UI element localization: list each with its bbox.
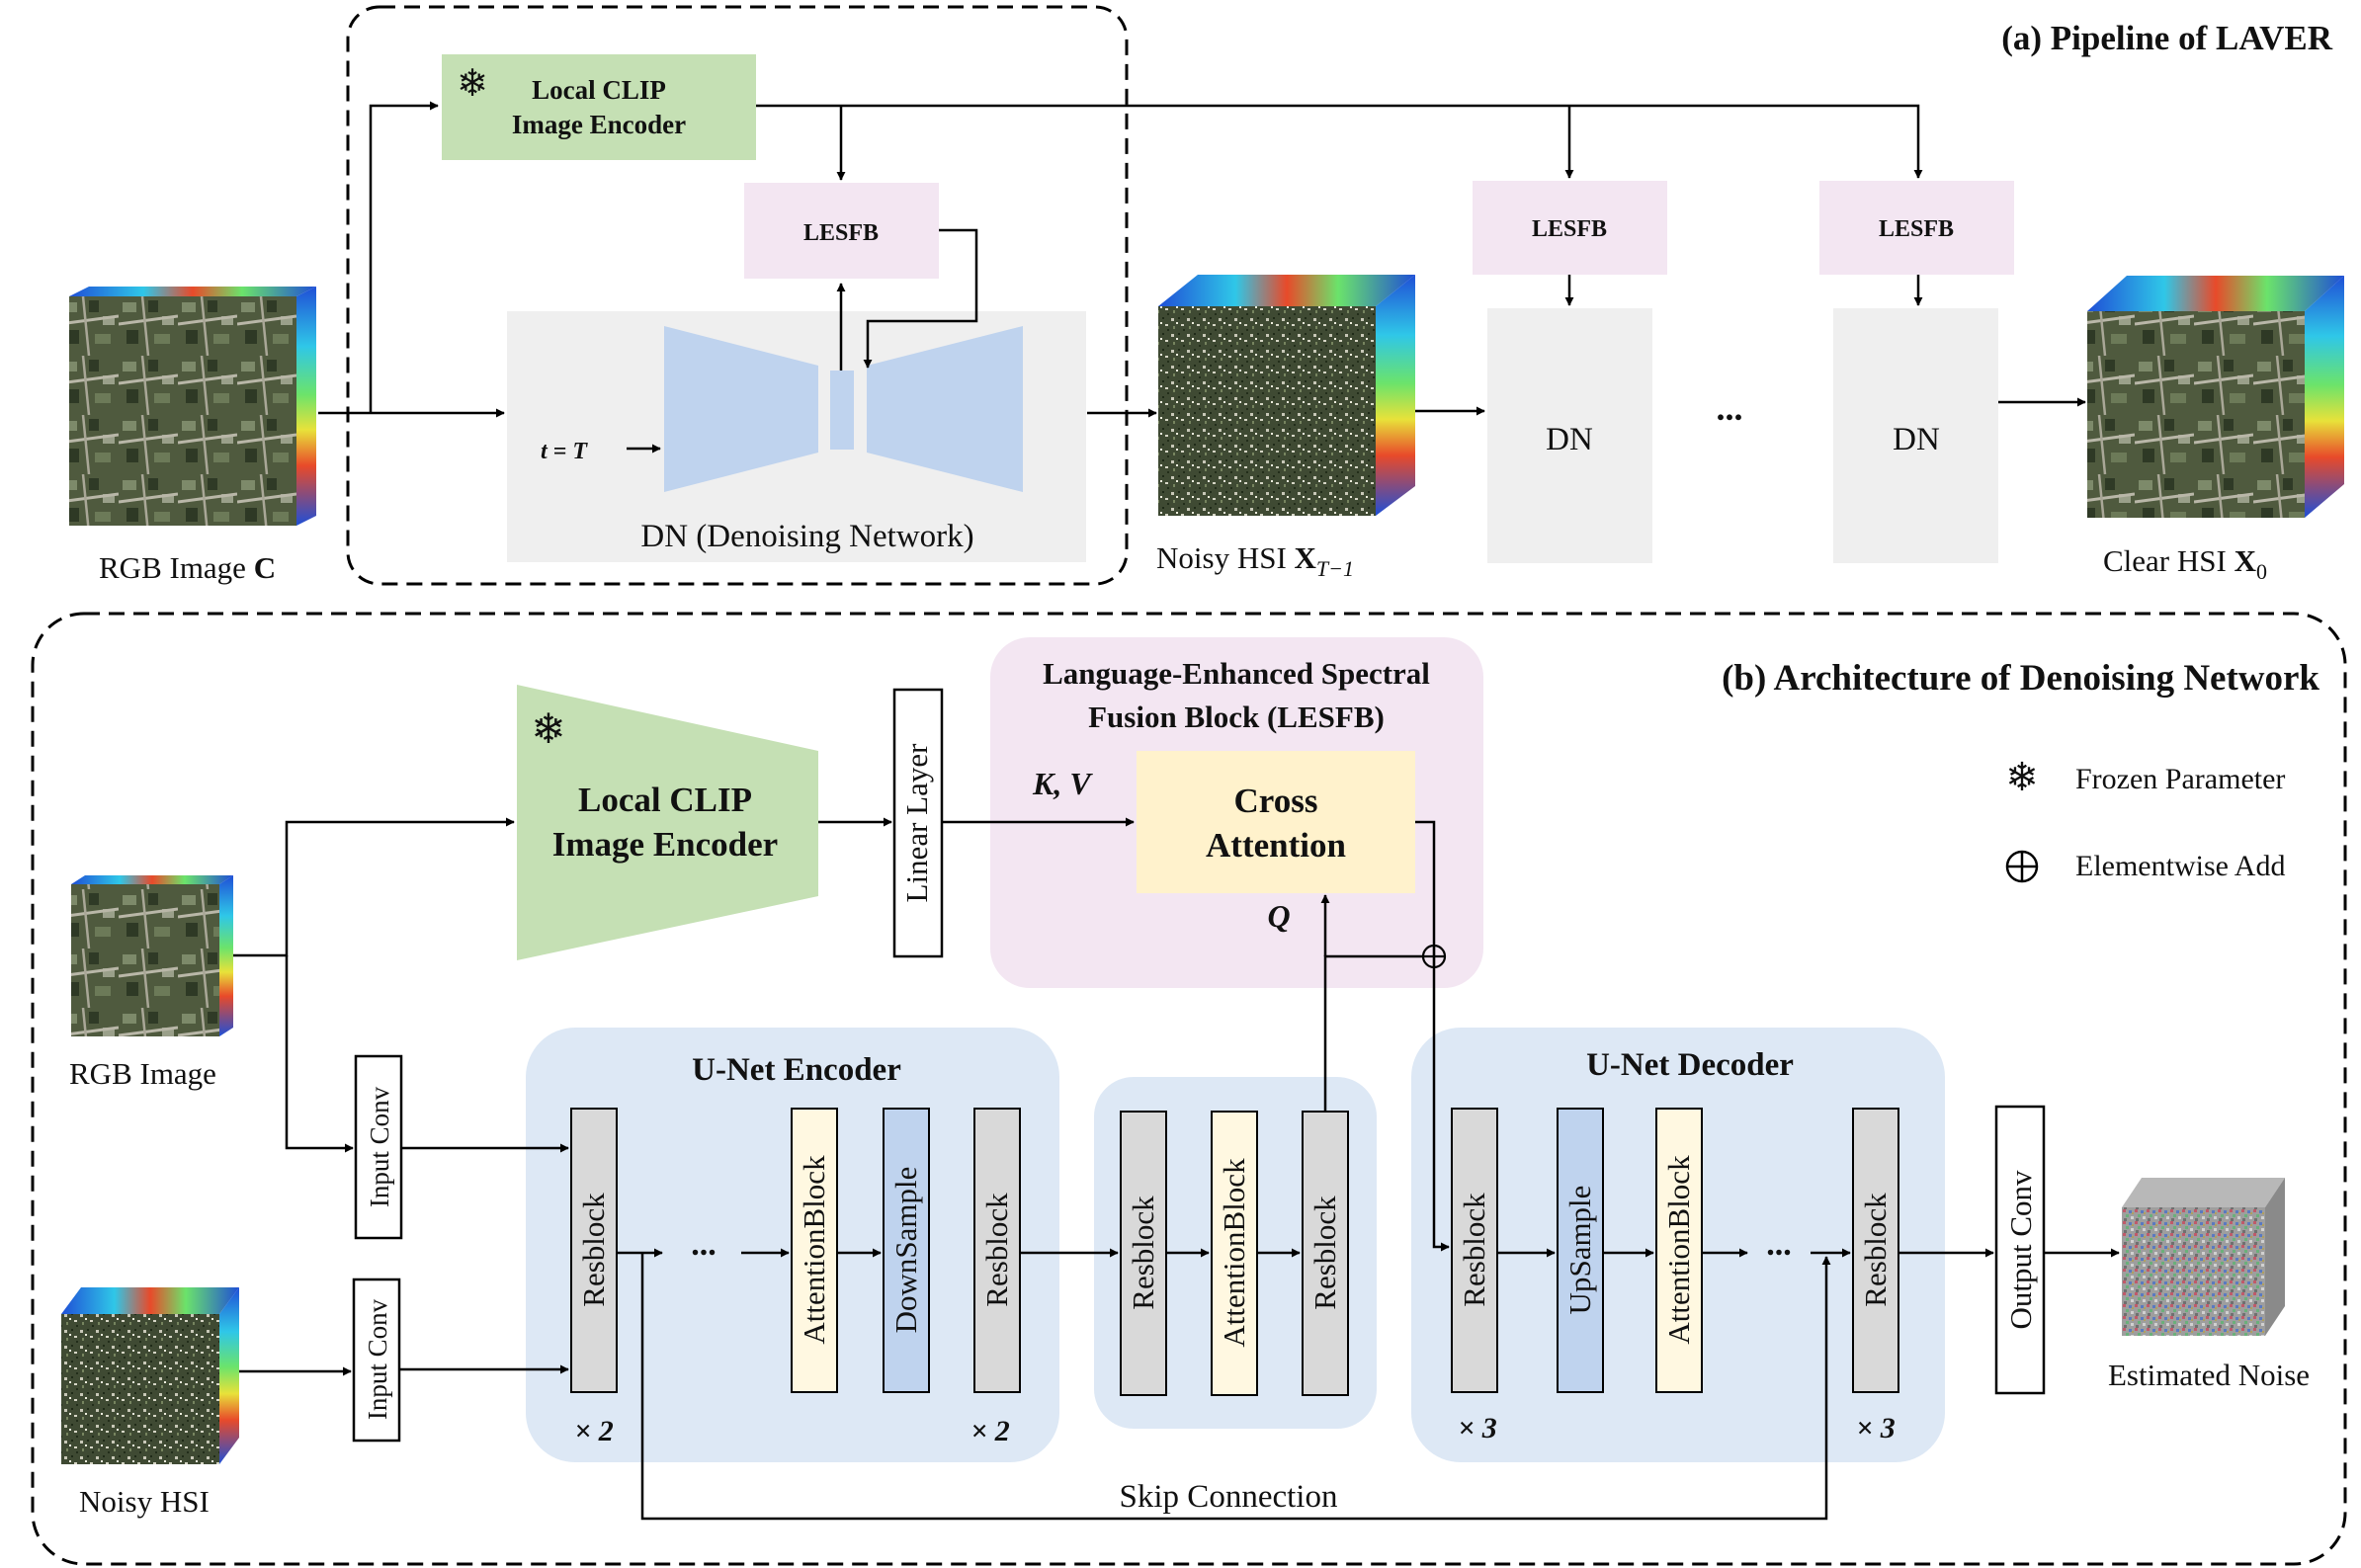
legend-add-label: Elementwise Add — [2075, 850, 2285, 882]
enc-downsample-label: DownSample — [888, 1167, 923, 1334]
mid-resblock-2-label: Resblock — [1307, 1196, 1342, 1310]
cross-attention-box — [1137, 751, 1415, 893]
lesfb-title-line2: Fusion Block (LESFB) — [1088, 700, 1385, 734]
panel-b-dashed-box — [31, 612, 2347, 1566]
lesfb-title-line1: Language-Enhanced Spectral — [1043, 656, 1430, 691]
clip-encoder-trapezoid-b — [517, 685, 818, 960]
dec-resblock-2 — [1852, 1108, 1899, 1393]
dec-ellipsis: ... — [1766, 1226, 1792, 1263]
rgb-image-cube — [69, 287, 316, 526]
kv-label: K, V — [1032, 766, 1093, 801]
dec-attention-block — [1655, 1108, 1703, 1393]
legend-elementwise-add-icon — [2005, 850, 2039, 883]
clip-encoder-a-line1: Local CLIP — [532, 75, 666, 105]
first-step-dashed-box — [346, 5, 1129, 586]
ellipsis-a: ... — [1717, 388, 1743, 428]
rgb-image-label-b: RGB Image — [69, 1056, 216, 1091]
enc-attention-block-label: AttentionBlock — [797, 1155, 831, 1345]
legend-frozen-label: Frozen Parameter — [2075, 763, 2285, 795]
panel-b-arrows — [233, 817, 2120, 1521]
dn-label-3: DN — [1893, 422, 1940, 457]
dn-box-2 — [1487, 308, 1652, 563]
cross-attention-line1: Cross — [1234, 782, 1318, 820]
dn-label-2: DN — [1546, 422, 1593, 457]
unet-encoder-title: U-Net Encoder — [692, 1052, 901, 1088]
unet-decoder-shape — [867, 326, 1023, 492]
panel-a-title: (a) Pipeline of LAVER — [2001, 19, 2332, 57]
unet-encoder-shape — [664, 326, 818, 492]
rgb-image-label: RGB Image C — [99, 550, 276, 585]
unet-bottleneck-shape — [830, 371, 854, 450]
lesfb-box-3 — [1819, 181, 2014, 275]
mid-resblock-2 — [1302, 1111, 1349, 1396]
dec-attention-block-label: AttentionBlock — [1661, 1155, 1696, 1345]
noisy-hsi-cube — [1158, 275, 1415, 516]
linear-layer-label: Linear Layer — [899, 743, 934, 903]
dn-box-3 — [1833, 308, 1998, 563]
enc-x2-left: × 2 — [574, 1415, 614, 1447]
estimated-noise-cube — [2122, 1178, 2285, 1336]
dec-resblock-2-label: Resblock — [1858, 1193, 1893, 1307]
enc-resblock-1-label: Resblock — [576, 1193, 611, 1307]
clip-encoder-b-line1: Local CLIP — [578, 781, 752, 819]
unet-decoder-title: U-Net Decoder — [1586, 1047, 1794, 1083]
dec-resblock-1 — [1451, 1108, 1498, 1393]
t-equals-T-label: t = T — [541, 439, 588, 464]
dec-resblock-1-label: Resblock — [1457, 1193, 1491, 1307]
enc-x2-right: × 2 — [970, 1415, 1010, 1447]
dec-upsample-label: UpSample — [1562, 1186, 1597, 1315]
enc-ellipsis: ... — [691, 1226, 717, 1263]
input-conv-box-2 — [352, 1278, 401, 1443]
clip-encoder-b-line2: Image Encoder — [552, 825, 778, 864]
dec-x3-right: × 3 — [1856, 1412, 1896, 1444]
input-conv-label-2: Input Conv — [363, 1298, 392, 1420]
q-label: Q — [1267, 898, 1290, 934]
dn-caption: DN (Denoising Network) — [640, 519, 973, 554]
cross-attention-line2: Attention — [1206, 826, 1346, 865]
panel-a-arrows — [318, 101, 2086, 454]
lesfb-label-2: LESFB — [1532, 216, 1607, 242]
dec-x3-left: × 3 — [1458, 1412, 1497, 1444]
snowflake-icon: ❄ — [457, 63, 488, 105]
noisy-hsi-label: Noisy HSI XT−1 — [1156, 540, 1354, 581]
enc-resblock-1 — [570, 1108, 618, 1393]
mid-resblock-1-label: Resblock — [1126, 1196, 1160, 1310]
output-conv-label: Output Conv — [2003, 1170, 2038, 1330]
noisy-hsi-cube-b — [61, 1287, 239, 1464]
estimated-noise-label: Estimated Noise — [2108, 1358, 2310, 1392]
legend-snowflake-icon: ❄ — [2005, 755, 2039, 799]
lesfb-box-1 — [744, 183, 939, 279]
clip-encoder-a-line2: Image Encoder — [512, 110, 686, 139]
enc-resblock-2 — [973, 1108, 1021, 1393]
clear-hsi-cube — [2087, 276, 2344, 518]
output-conv-box — [1994, 1105, 2046, 1395]
lesfb-box-2 — [1473, 181, 1667, 275]
lesfb-label-1: LESFB — [803, 220, 879, 246]
noisy-hsi-label-b: Noisy HSI — [79, 1484, 210, 1519]
mid-resblock-1 — [1120, 1111, 1167, 1396]
clear-hsi-label: Clear HSI X0 — [2103, 543, 2267, 584]
enc-attention-block — [791, 1108, 838, 1393]
enc-downsample — [883, 1108, 930, 1393]
skip-connection-label: Skip Connection — [1120, 1479, 1338, 1515]
rgb-image-cube-b — [71, 875, 233, 1036]
lesfb-label-3: LESFB — [1879, 216, 1954, 242]
enc-resblock-2-label: Resblock — [979, 1193, 1014, 1307]
dec-upsample — [1557, 1108, 1604, 1393]
panel-b-title: (b) Architecture of Denoising Network — [1722, 658, 2319, 699]
clip-encoder-box-a — [442, 54, 756, 160]
snowflake-icon-b: ❄ — [531, 707, 565, 753]
mid-attention-block-label: AttentionBlock — [1217, 1158, 1251, 1348]
mid-attention-block — [1211, 1111, 1258, 1396]
input-conv-label-1: Input Conv — [365, 1086, 394, 1207]
